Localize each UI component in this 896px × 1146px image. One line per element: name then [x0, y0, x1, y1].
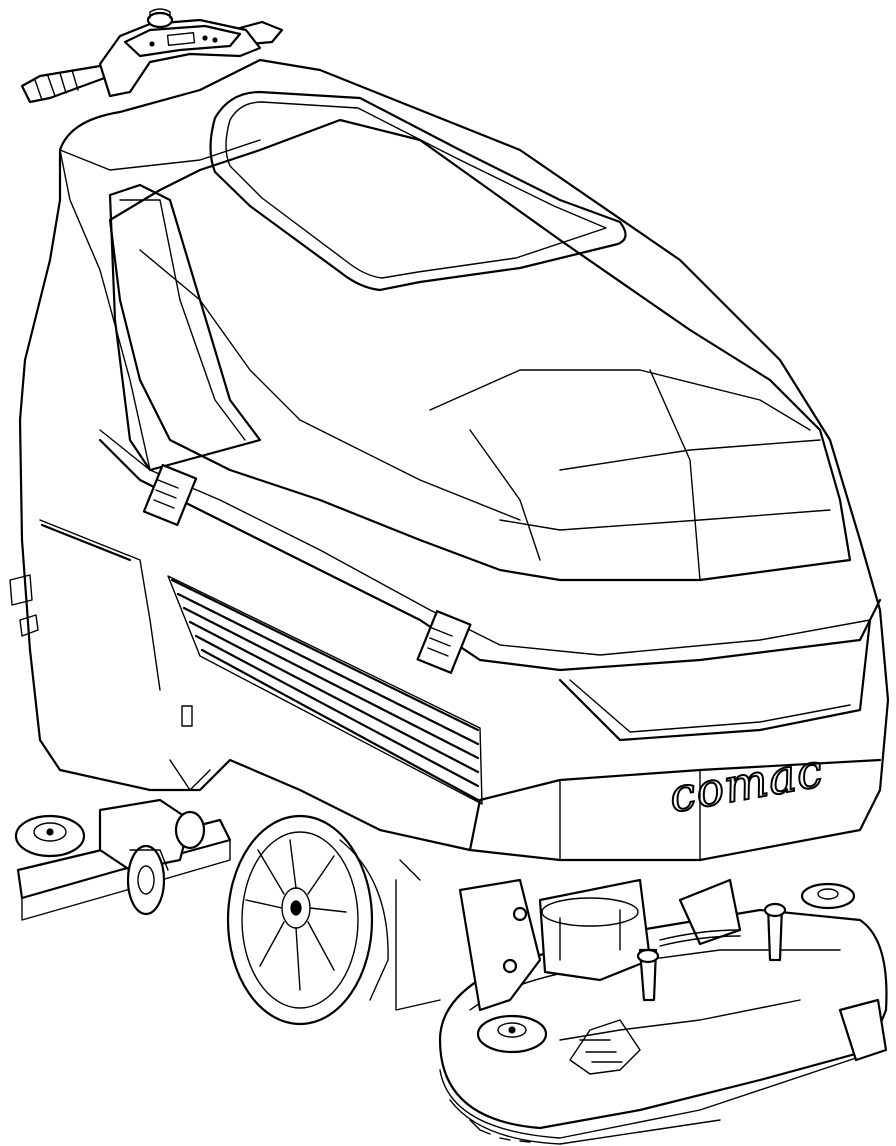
squeegee-caster — [126, 844, 169, 916]
deck-front-fender — [838, 998, 888, 1062]
deck-bumper-wheel — [476, 1014, 548, 1054]
rear-side-details — [9, 519, 211, 791]
deck-hose — [659, 929, 741, 947]
main-body — [18, 58, 890, 862]
rear-wheel — [226, 814, 389, 1026]
brush-motor — [538, 878, 742, 982]
side-panel — [108, 183, 262, 472]
deck-lift-arm — [458, 878, 542, 1012]
vent-grille — [167, 575, 483, 805]
front-bumper — [468, 618, 882, 861]
deck-adjust-knob-right — [763, 902, 787, 962]
brand-logo-text: comac — [665, 743, 827, 823]
squeegee-wheel-left — [14, 814, 86, 858]
tank-lid — [108, 118, 852, 582]
control-panel — [123, 24, 242, 58]
body-seam — [98, 429, 882, 672]
deck-adjust-knob-left — [636, 948, 660, 1002]
latch-right — [416, 610, 472, 674]
latch-left — [142, 463, 198, 527]
lid-window — [209, 90, 627, 292]
control-knob — [146, 8, 174, 29]
squeegee-knob — [174, 810, 206, 850]
deck-roller-right — [800, 882, 856, 910]
brand-logo: comac — [664, 742, 828, 824]
deck-brush-bristles — [569, 1019, 641, 1075]
rear-flap — [395, 859, 441, 1011]
